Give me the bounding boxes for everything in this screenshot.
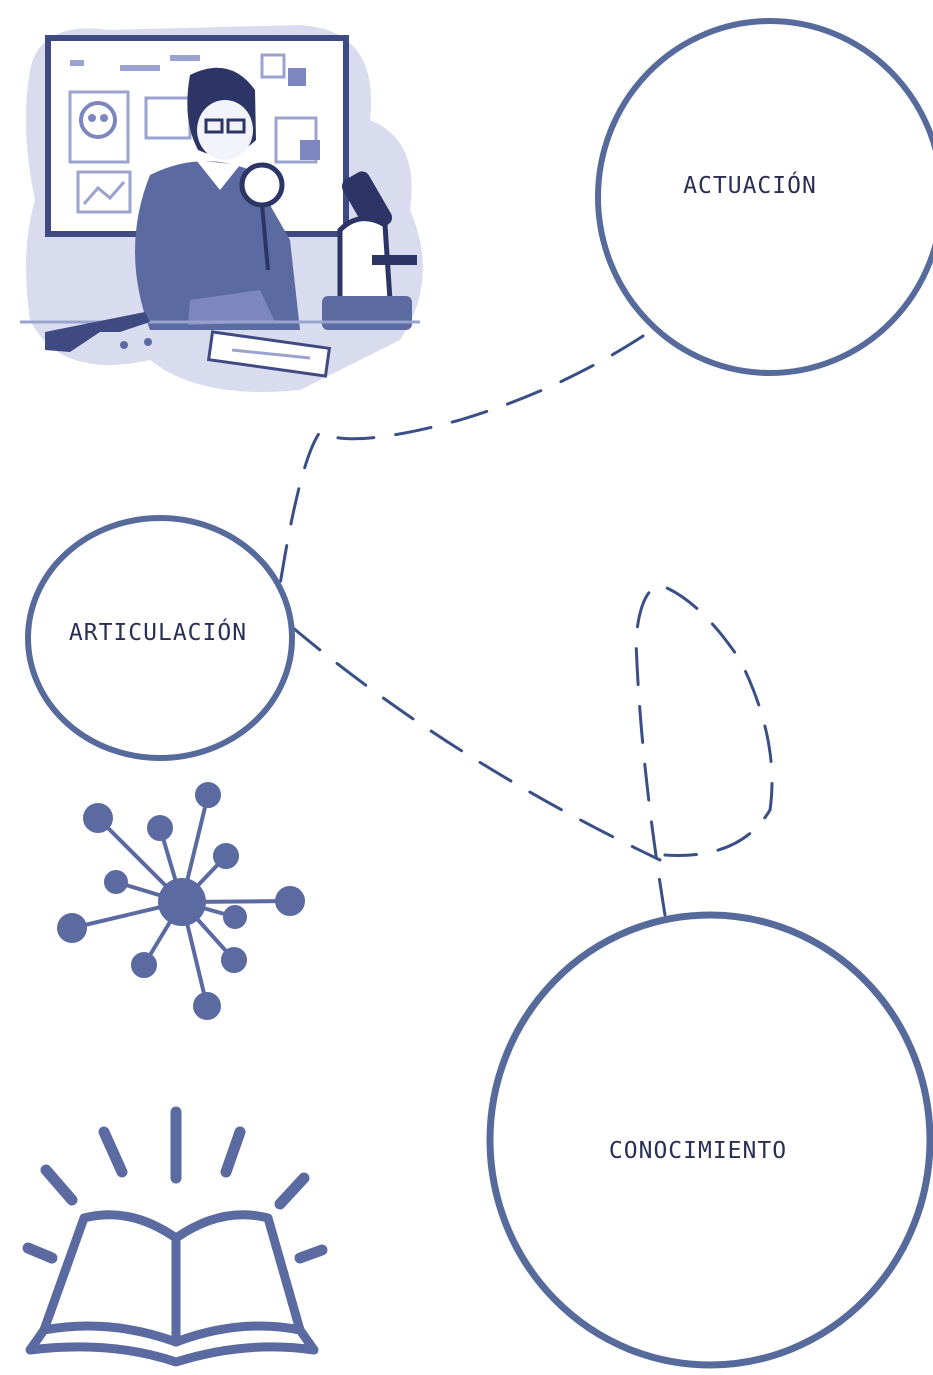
node-actuacion-label: ACTUACIÓN — [683, 171, 817, 199]
detective-illustration-icon — [20, 25, 423, 392]
open-book-icon — [28, 1112, 322, 1362]
node-actuacion: ACTUACIÓN — [598, 21, 933, 373]
connector-lines — [280, 336, 772, 915]
node-conocimiento-label: CONOCIMIENTO — [609, 1138, 787, 1164]
network-hub-icon — [59, 784, 303, 1018]
node-articulacion: ARTICULACIÓN — [28, 518, 292, 758]
connector-loop — [636, 585, 772, 915]
connector-actuacion-articulacion — [280, 336, 643, 585]
node-conocimiento: CONOCIMIENTO — [490, 915, 930, 1365]
connector-articulacion-conocimiento — [292, 627, 660, 860]
node-articulacion-label: ARTICULACIÓN — [69, 618, 247, 646]
